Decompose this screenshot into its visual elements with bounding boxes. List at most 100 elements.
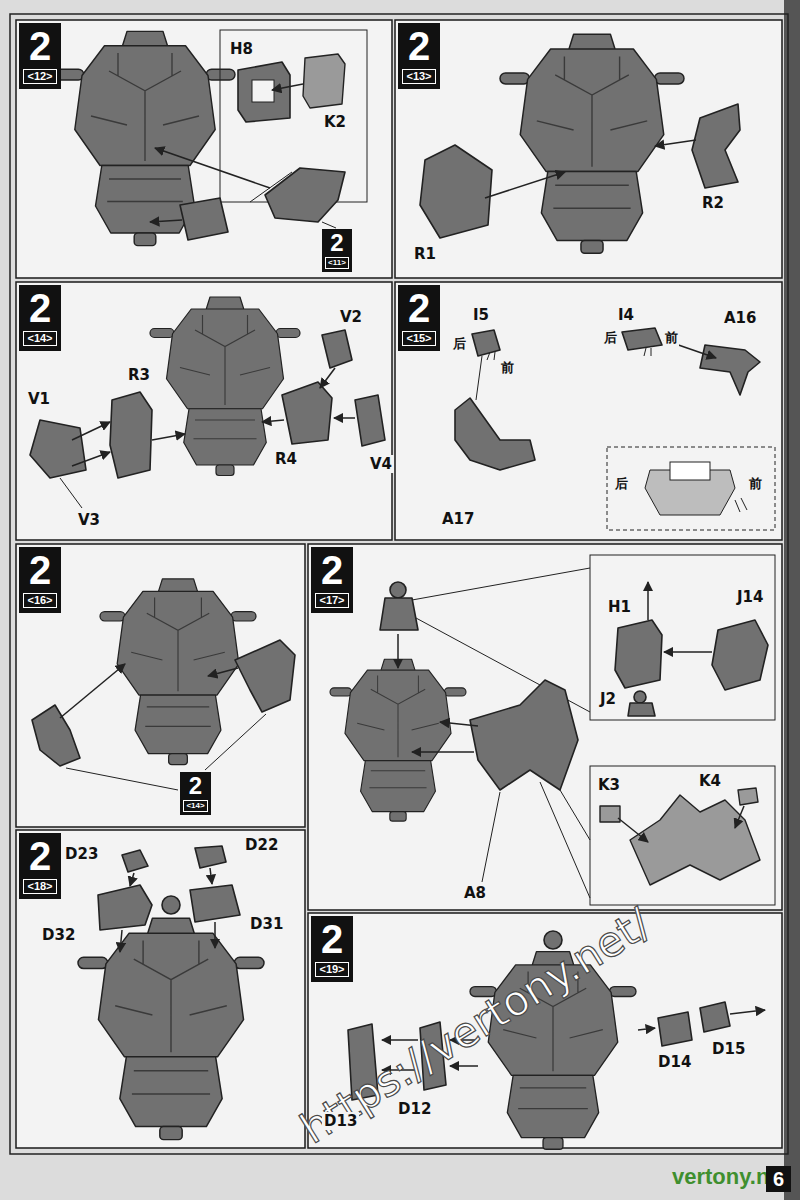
part-callout: R1 xyxy=(412,245,438,263)
part-shape xyxy=(544,931,562,949)
direction-mark: 前 xyxy=(664,330,679,346)
assembly-arrow xyxy=(210,868,212,884)
assembly-arrow xyxy=(664,651,712,653)
torso-figure xyxy=(150,297,300,476)
assembly-arrow xyxy=(412,751,474,753)
direction-mark: 后 xyxy=(452,336,467,352)
substep-number: <13> xyxy=(402,69,436,84)
step-badge: 2 <18> xyxy=(19,833,61,899)
detail-inset xyxy=(590,766,775,905)
substep-number: <19> xyxy=(315,962,349,977)
step-badge: 2 <13> xyxy=(398,23,440,89)
substep-number: <18> xyxy=(23,879,57,894)
part-callout: A8 xyxy=(462,884,488,902)
part-callout: V3 xyxy=(76,511,102,529)
torso-figure xyxy=(100,579,256,765)
part-shape xyxy=(712,620,768,690)
step-badge: 2<17> xyxy=(311,547,353,613)
torso-figure xyxy=(55,31,235,245)
step-number: 2 xyxy=(23,26,57,66)
assembly-arrow xyxy=(60,664,125,718)
part-callout: D15 xyxy=(710,1040,747,1058)
assembly-arrow xyxy=(485,172,565,198)
part-shape xyxy=(628,703,655,716)
direction-mark: 后 xyxy=(603,330,618,346)
part-callout: V4 xyxy=(368,455,394,473)
part-shape xyxy=(630,795,760,885)
part-shape xyxy=(32,705,80,766)
step-number: 2 xyxy=(23,836,57,876)
part-shape xyxy=(322,330,352,368)
assembly-arrow xyxy=(655,140,696,146)
part-callout: H1 xyxy=(606,598,633,616)
part-callout: R3 xyxy=(126,366,152,384)
leader-line xyxy=(322,222,336,228)
detail-inset xyxy=(590,555,775,720)
part-shape xyxy=(700,345,760,395)
part-shape xyxy=(30,420,86,478)
part-callout: A16 xyxy=(722,309,758,327)
part-callout: V2 xyxy=(338,308,364,326)
leader-line xyxy=(205,714,266,770)
part-callout: J2 xyxy=(598,690,618,708)
step-number: 2 xyxy=(402,26,436,66)
part-shape xyxy=(700,1002,730,1032)
assembly-arrow xyxy=(397,634,399,668)
part-callout: D12 xyxy=(396,1100,433,1118)
assembly-arrow xyxy=(618,818,648,842)
assembly-arrow xyxy=(647,582,649,620)
part-shape xyxy=(282,382,332,444)
direction-mark: 前 xyxy=(500,360,515,376)
step-panel xyxy=(16,830,305,1148)
part-shape xyxy=(162,896,180,914)
step-panel xyxy=(395,20,782,278)
part-callout: A17 xyxy=(440,510,476,528)
part-shape xyxy=(122,850,148,872)
step-badge: 2<12> xyxy=(19,23,61,89)
substep-number: <14> xyxy=(183,800,208,812)
part-callout: K2 xyxy=(322,113,348,131)
part-shape xyxy=(472,330,500,356)
assembly-arrow xyxy=(320,368,335,388)
reference-badge: 2<14> xyxy=(180,772,211,815)
leader-line xyxy=(540,782,590,898)
direction-mark: 后 xyxy=(614,476,629,492)
page-number: 6 xyxy=(766,1166,791,1192)
assembly-arrow xyxy=(130,873,134,886)
part-shape xyxy=(670,462,710,480)
part-callout: V1 xyxy=(26,390,52,408)
part-shape xyxy=(634,691,646,703)
step-badge: 2<19> xyxy=(311,916,353,982)
part-shape xyxy=(265,168,345,222)
leader-line xyxy=(412,568,590,600)
step-panel xyxy=(308,544,782,910)
part-shape xyxy=(600,806,620,822)
torso-figure xyxy=(78,918,264,1139)
step-number: 2 xyxy=(402,288,436,328)
page-edge xyxy=(784,0,800,1200)
assembly-arrow xyxy=(450,1065,478,1067)
part-callout: D31 xyxy=(248,915,285,933)
part-shape xyxy=(738,788,758,805)
assembly-arrow xyxy=(214,922,216,948)
part-callout: J14 xyxy=(735,588,765,606)
part-callout: D32 xyxy=(40,926,77,944)
leader-line xyxy=(476,356,482,400)
step-number: 2 xyxy=(315,550,349,590)
leader-line xyxy=(60,478,82,508)
step-panel xyxy=(16,20,392,278)
part-shape xyxy=(615,620,662,688)
leader-line xyxy=(482,792,500,882)
part-callout: K4 xyxy=(697,772,723,790)
direction-tick xyxy=(735,498,747,512)
leader-line xyxy=(560,790,590,840)
part-callout: R4 xyxy=(273,450,299,468)
assembly-arrow xyxy=(440,722,478,726)
part-callout: R2 xyxy=(700,194,726,212)
part-callout: H8 xyxy=(228,40,255,58)
assembly-arrow xyxy=(72,422,110,440)
